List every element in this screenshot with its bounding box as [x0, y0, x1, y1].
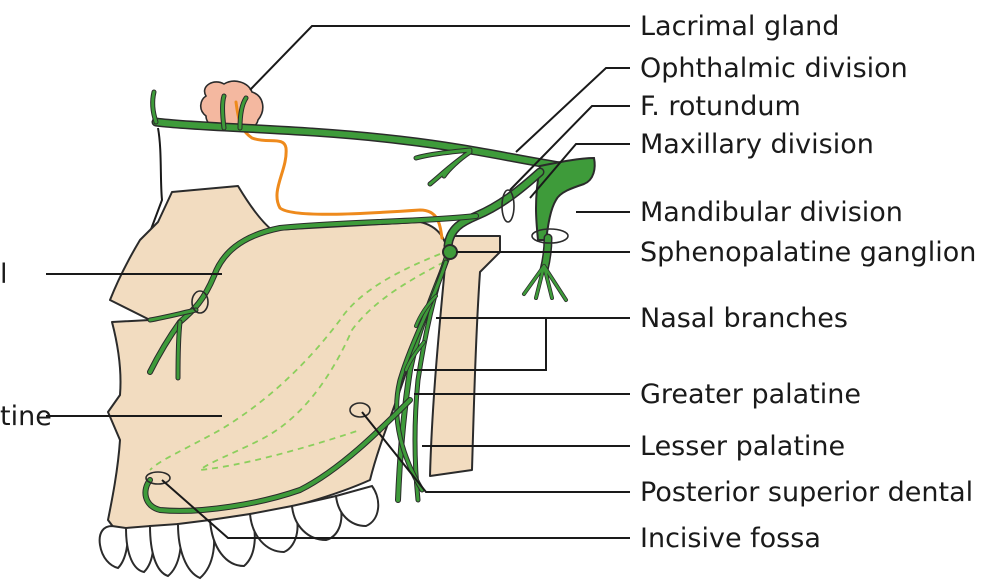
leader-nasal: [414, 317, 630, 371]
tooth: [176, 518, 216, 580]
skull-edge: [149, 127, 164, 233]
sphenopalatine-ganglion-node: [442, 244, 458, 260]
lacrimal-gland: [199, 80, 264, 131]
tooth: [148, 522, 182, 578]
ring-mandibular: [531, 228, 569, 244]
label-incisive-fossa: Incisive fossa: [640, 523, 821, 554]
leader-incisive: [161, 479, 630, 539]
label-lacrimal-gland: Lacrimal gland: [640, 11, 839, 42]
dashed-nasopalatine-path: [149, 253, 441, 471]
label-sphenopalatine-ganglion: Sphenopalatine ganglion: [640, 237, 976, 268]
ring-posterior-dental: [349, 402, 371, 418]
leader-lines: [46, 25, 630, 539]
label-maxillary-division: Maxillary division: [640, 129, 874, 160]
label-lesser-palatine: Lesser palatine: [640, 431, 845, 462]
trigeminal-ganglion: [535, 156, 596, 241]
leader-lacrimal: [249, 25, 630, 91]
leader-posterior-dental: [361, 411, 630, 493]
leader-maxillary: [529, 143, 630, 199]
label-greater-palatine: Greater palatine: [640, 379, 861, 410]
orange-communicating-branch: [234, 100, 444, 240]
label-f-rotundum: F. rotundum: [640, 91, 801, 122]
leader-ophthalmic: [515, 67, 630, 153]
label-nasal-branches: Nasal branches: [640, 303, 848, 334]
ring-f-rotundum: [501, 189, 515, 223]
teeth: [98, 484, 380, 580]
label-posterior-superior-dental: Posterior superior dental: [640, 477, 973, 508]
tooth: [334, 484, 380, 528]
label-left-partial-2: tine: [0, 401, 52, 432]
tooth: [208, 512, 256, 568]
label-ophthalmic-division: Ophthalmic division: [640, 53, 908, 84]
tooth: [248, 504, 299, 554]
leader-f-rotundum: [509, 105, 630, 191]
nerve-network: [142, 89, 596, 514]
label-left-partial-1: l: [0, 259, 8, 290]
tooth: [98, 524, 129, 570]
ring-infraorbital: [191, 290, 209, 314]
ring-incisive: [145, 471, 171, 485]
label-mandibular-division: Mandibular division: [640, 197, 903, 228]
